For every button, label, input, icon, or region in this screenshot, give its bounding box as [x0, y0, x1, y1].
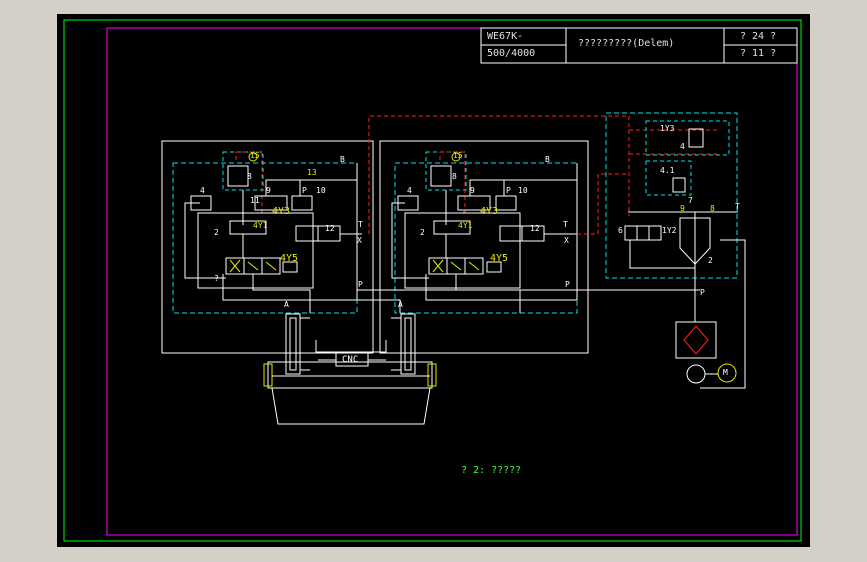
coil-4y5-center: 4Y5	[490, 253, 509, 264]
port-t-left: T	[358, 220, 363, 229]
port-p-left-top: P	[302, 186, 307, 195]
port-p-power: P	[700, 288, 705, 297]
sheet-number: ? 11 ?	[740, 48, 777, 59]
cnc-label: CNC	[342, 355, 359, 365]
port-t-power: T	[735, 202, 740, 211]
port-a-center: A	[398, 300, 403, 309]
label-15-left: 15	[250, 151, 260, 160]
label-11-left: 11	[250, 196, 260, 205]
coil-4y1-left: 4Y1	[253, 221, 268, 230]
center-circuit	[379, 140, 589, 375]
label-7: 7	[688, 196, 693, 205]
port-t-center: T	[563, 220, 568, 229]
coil-4y5-left: 4Y5	[280, 253, 299, 264]
label-12-center: 12	[530, 224, 540, 233]
port-a-left: A	[284, 300, 289, 309]
port-b-left: B	[340, 155, 345, 164]
label-41: 4.1	[660, 166, 675, 175]
coil-4y3-center: 4Y3	[480, 206, 499, 217]
port-p-center-top: P	[506, 186, 511, 195]
model-line1: WE67K-	[487, 31, 524, 42]
drawing-name: ?????????(Delem)	[578, 38, 675, 49]
label-2-center: 2	[420, 228, 425, 237]
outer-frame	[63, 19, 802, 542]
port-p-left: P	[358, 280, 363, 289]
port-x-center: X	[564, 236, 569, 245]
cnc-and-bed	[263, 352, 437, 425]
label-13-left: 13	[307, 168, 317, 177]
label-9-left: 9	[266, 186, 271, 195]
drawing-caption: ? 2: ?????	[461, 465, 522, 476]
port-b-center: B	[545, 155, 550, 164]
label-15-center: 15	[453, 151, 463, 160]
label-2-power: 2	[708, 256, 713, 265]
label-4-left: 4	[200, 186, 205, 195]
label-4-power: 4	[680, 142, 685, 151]
left-circuit	[161, 140, 374, 375]
label-8-left: 8	[247, 172, 252, 181]
model-line2: 500/4000	[487, 48, 536, 59]
motor-label: M	[723, 368, 728, 377]
label-4-center: 4	[407, 186, 412, 195]
label-9-center: 9	[470, 186, 475, 195]
label-6: 6	[618, 226, 623, 235]
label-10-left: 10	[316, 186, 326, 195]
label-q-left: ?	[214, 274, 219, 283]
label-10-center: 10	[518, 186, 528, 195]
port-p-center: P	[565, 280, 570, 289]
coil-1y3: 1Y3	[660, 124, 675, 133]
label-2-left: 2	[214, 228, 219, 237]
power-unit	[605, 112, 746, 389]
label-8-center: 8	[452, 172, 457, 181]
coil-4y3-left: 4Y3	[272, 206, 291, 217]
label-8-power: 8	[710, 204, 715, 213]
port-x-left: X	[357, 236, 362, 245]
title-block	[480, 27, 798, 64]
paper-background	[57, 14, 810, 547]
sheet-total: ? 24 ?	[740, 31, 777, 42]
label-12-left: 12	[325, 224, 335, 233]
label-9-power: 9	[680, 204, 685, 213]
coil-1y2: 1Y2	[662, 226, 677, 235]
interconnect-lines	[309, 115, 720, 353]
inner-frame	[106, 27, 798, 536]
coil-4y1-center: 4Y1	[458, 221, 473, 230]
